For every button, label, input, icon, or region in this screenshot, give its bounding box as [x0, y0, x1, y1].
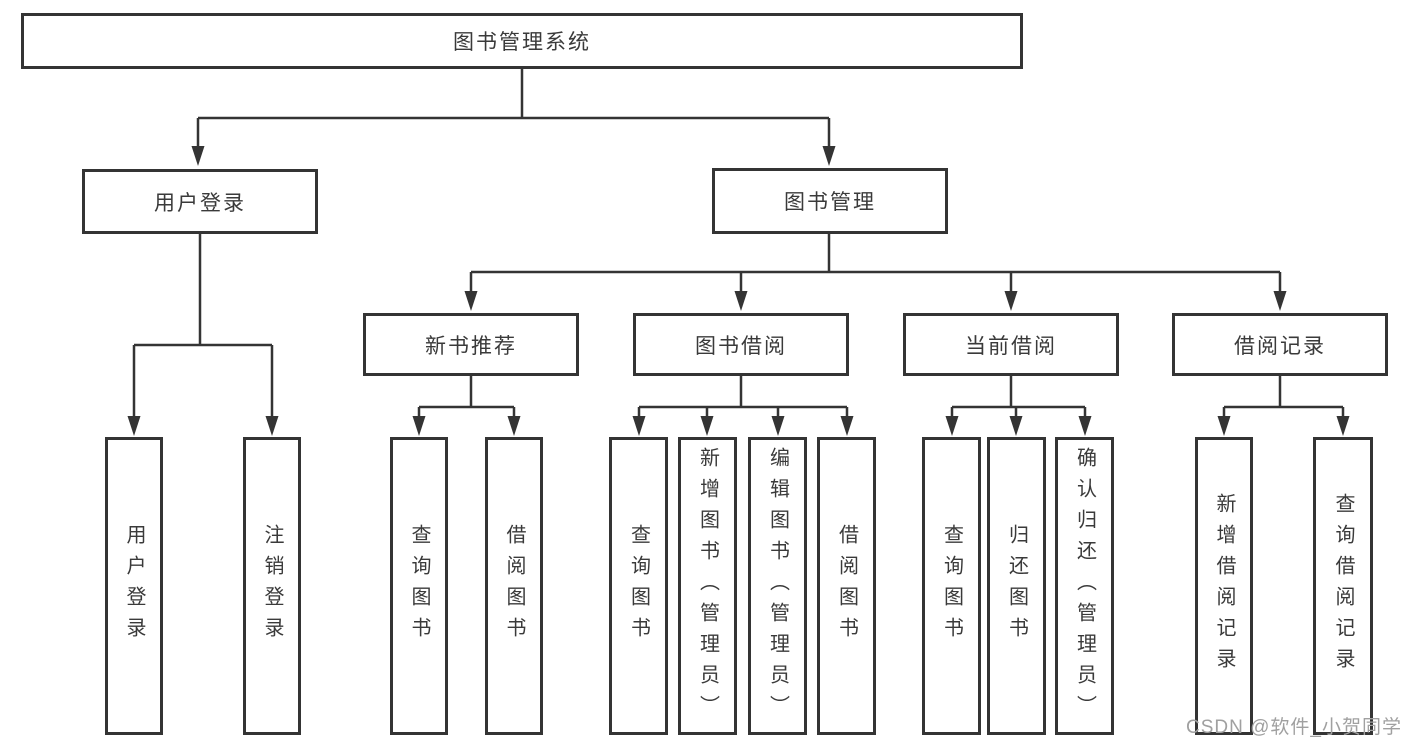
arrowhead-icon — [1009, 416, 1023, 436]
node-label: 查询图书 — [940, 524, 963, 648]
leaf-borrow-books: 借阅图书 — [485, 437, 543, 735]
arrowhead-icon — [265, 416, 279, 436]
arrowhead-icon — [1336, 416, 1350, 436]
node-label: 用户登录 — [154, 191, 246, 215]
leaf-edit-books-admin: 编辑图书（管理员） — [748, 437, 807, 735]
arrowhead-icon — [412, 416, 426, 436]
node-label: 借阅图书 — [835, 524, 858, 648]
leaf-user-login: 用户登录 — [105, 437, 163, 735]
node-label: 查询图书 — [627, 524, 650, 648]
node-label: 图书管理 — [784, 191, 876, 214]
leaf-query-books: 查询图书 — [390, 437, 448, 735]
node-label: 编辑图书（管理员） — [766, 446, 789, 726]
leaf-logout: 注销登录 — [243, 437, 301, 735]
node-borrowing-records: 借阅记录 — [1172, 313, 1388, 376]
leaf-return-books: 归还图书 — [987, 437, 1046, 735]
node-label: 借阅图书 — [503, 524, 525, 648]
arrowhead-icon — [945, 416, 959, 436]
arrowhead-icon — [1004, 291, 1018, 311]
node-label: 图书借阅 — [695, 334, 787, 358]
arrowhead-icon — [771, 416, 785, 436]
node-book-borrowing: 图书借阅 — [633, 313, 849, 376]
arrowhead-icon — [1217, 416, 1231, 436]
leaf-add-books-admin: 新增图书（管理员） — [678, 437, 737, 735]
leaf-query-books: 查询图书 — [609, 437, 668, 735]
node-library-management-system: 图书管理系统 — [21, 13, 1023, 69]
node-label: 当前借阅 — [965, 334, 1057, 358]
node-label: 新增图书（管理员） — [696, 446, 719, 726]
arrowhead-icon — [464, 291, 478, 311]
arrowhead-icon — [1273, 291, 1287, 311]
node-label: 借阅记录 — [1234, 334, 1326, 358]
leaf-query-books: 查询图书 — [922, 437, 981, 735]
node-new-book-recommendation: 新书推荐 — [363, 313, 579, 376]
arrowhead-icon — [1078, 416, 1092, 436]
arrowhead-icon — [700, 416, 714, 436]
node-label: 注销登录 — [261, 524, 283, 648]
arrowhead-icon — [734, 291, 748, 311]
node-book-management: 图书管理 — [712, 168, 948, 234]
node-user-login: 用户登录 — [82, 169, 318, 234]
node-label: 新书推荐 — [425, 334, 517, 358]
arrowhead-icon — [127, 416, 141, 436]
node-label: 查询图书 — [408, 524, 430, 648]
arrowhead-icon — [840, 416, 854, 436]
arrowhead-icon — [632, 416, 646, 436]
node-current-borrowing: 当前借阅 — [903, 313, 1119, 376]
node-label: 用户登录 — [123, 524, 145, 648]
csdn-watermark: CSDN @软件_小贺同学 — [1186, 717, 1402, 738]
leaf-query-borrowing-record: 查询借阅记录 — [1313, 437, 1373, 735]
leaf-confirm-return-admin: 确认归还（管理员） — [1055, 437, 1114, 735]
node-label: 新增借阅记录 — [1213, 493, 1235, 679]
arrowhead-icon — [507, 416, 521, 436]
leaf-borrow-books: 借阅图书 — [817, 437, 876, 735]
node-label: 归还图书 — [1005, 524, 1028, 648]
leaf-add-borrowing-record: 新增借阅记录 — [1195, 437, 1253, 735]
node-label: 确认归还（管理员） — [1073, 446, 1096, 726]
node-label: 图书管理系统 — [453, 31, 591, 54]
arrowhead-icon — [822, 146, 836, 166]
node-label: 查询借阅记录 — [1332, 493, 1354, 679]
arrowhead-icon — [191, 146, 205, 166]
